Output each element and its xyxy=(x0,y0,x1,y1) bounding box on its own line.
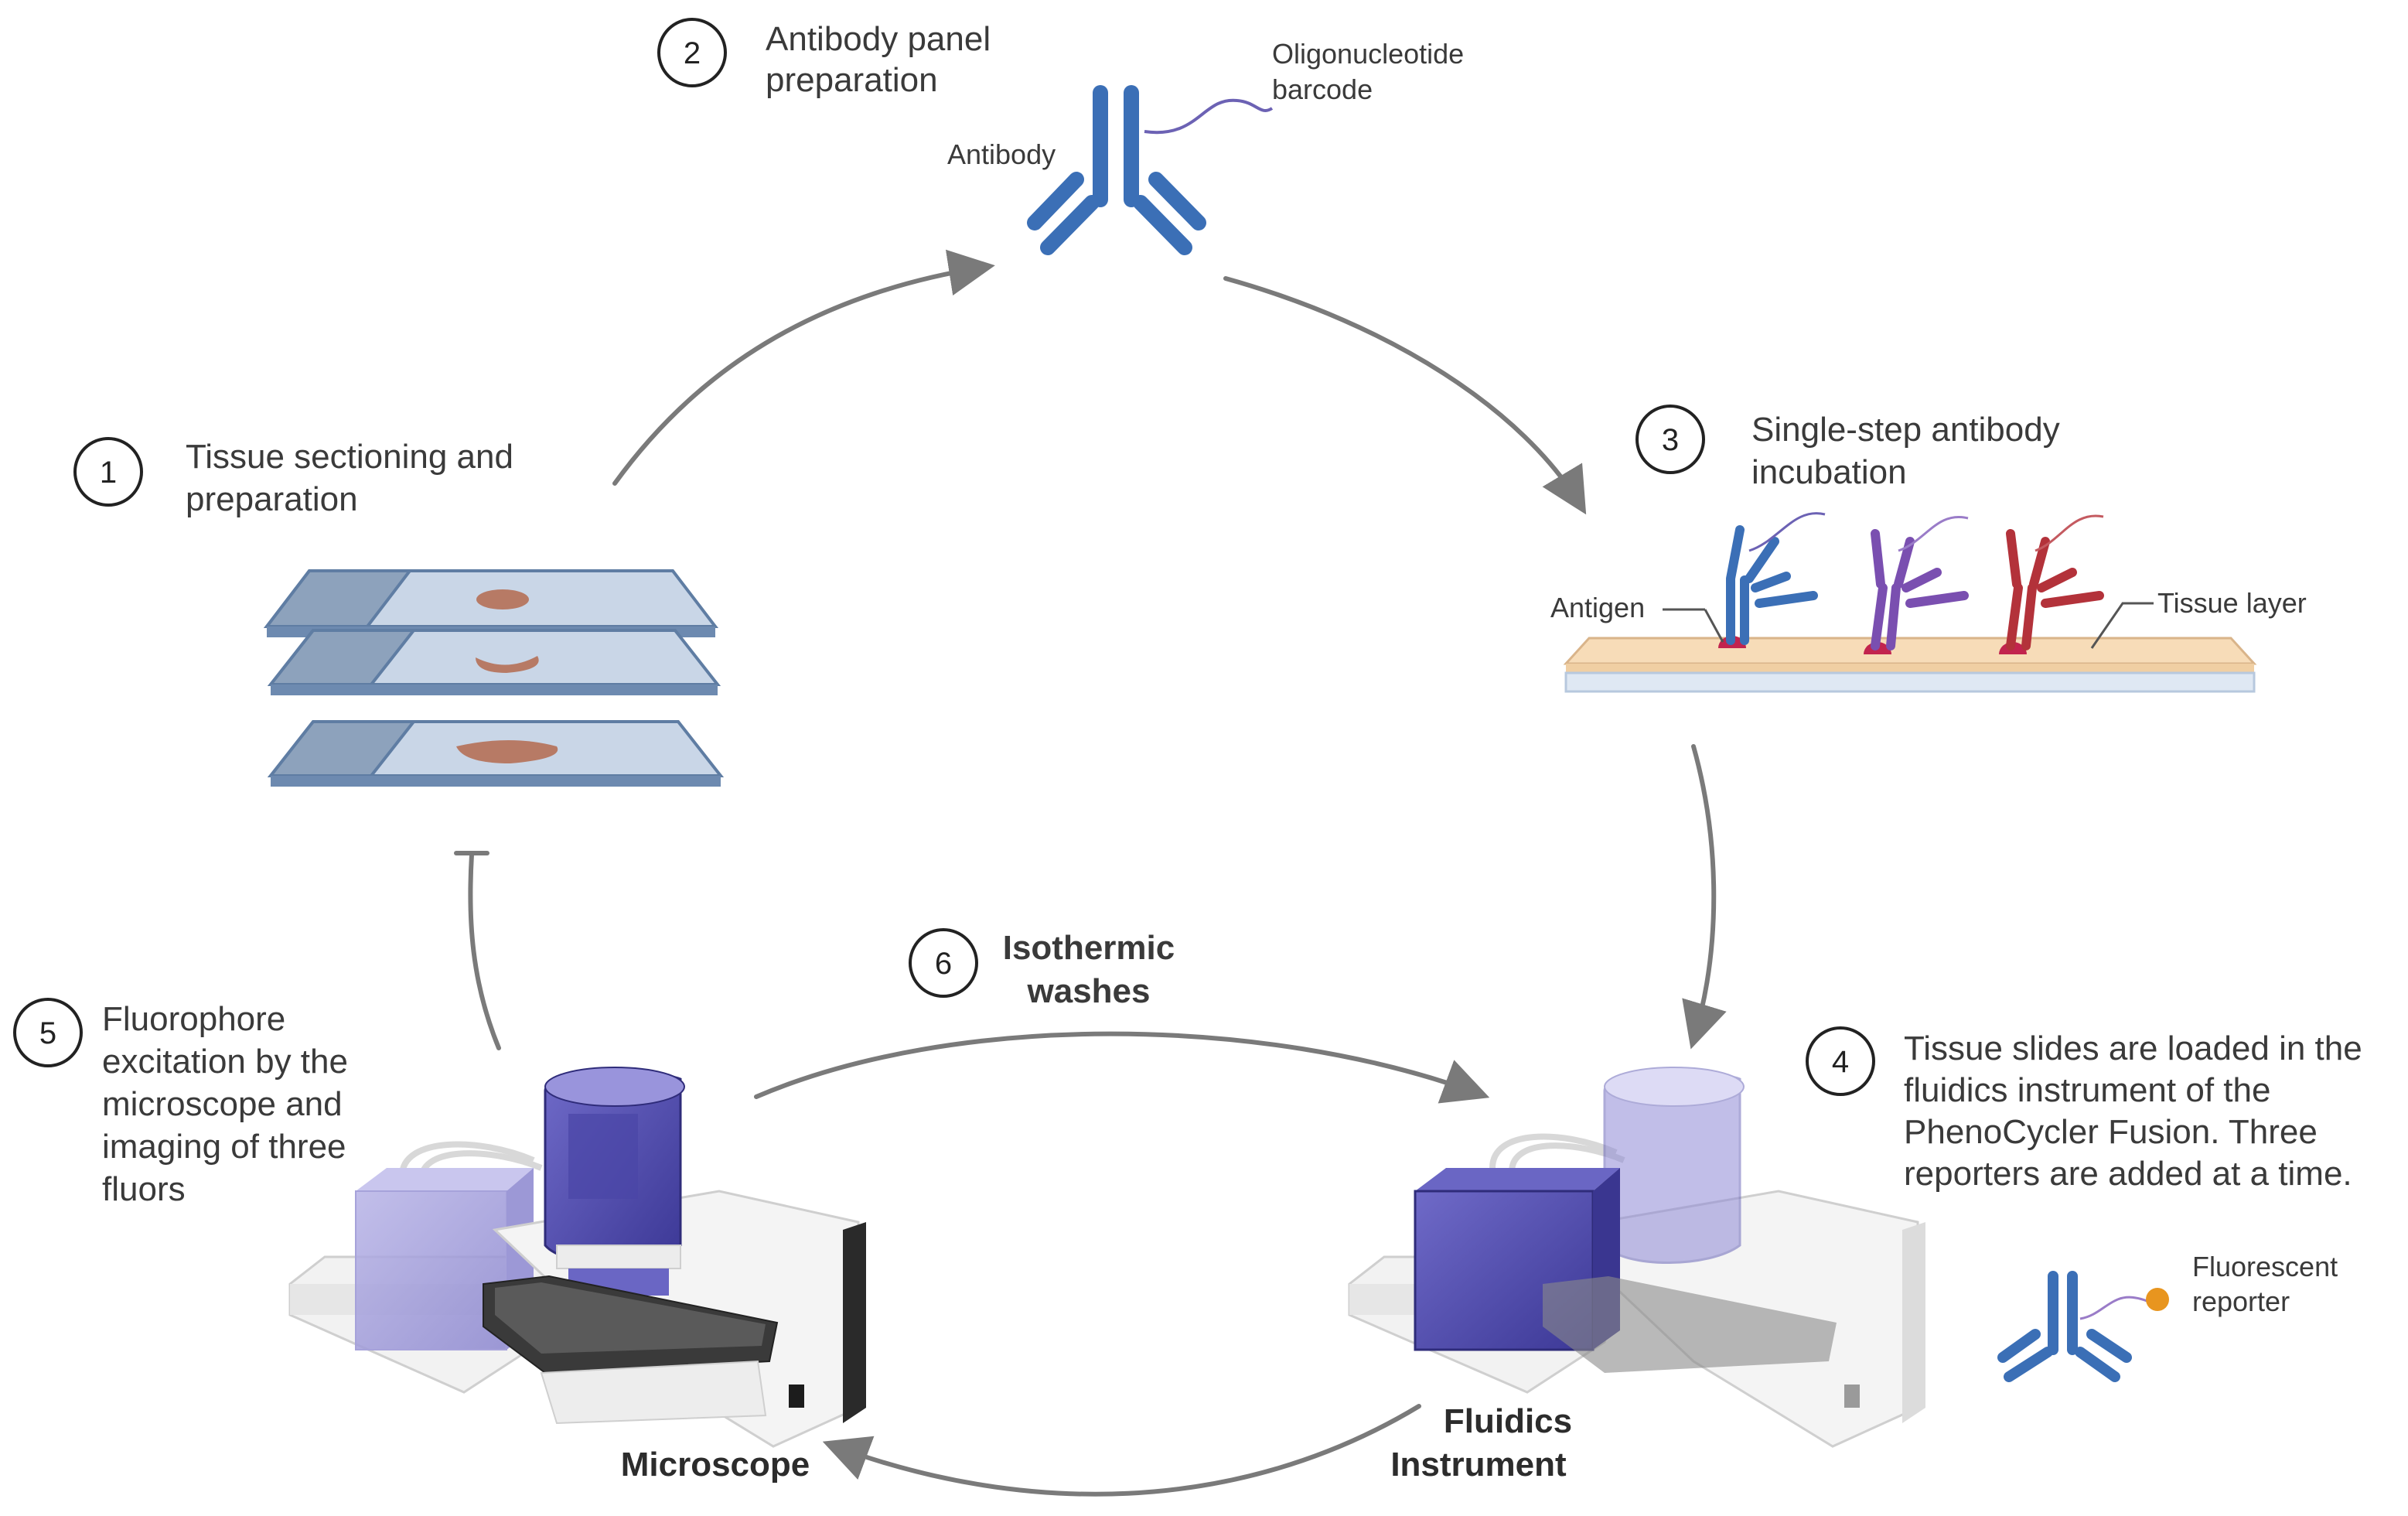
step-3-number-circle xyxy=(1635,405,1705,474)
step-6-number-circle xyxy=(909,928,978,998)
stage-platform xyxy=(483,1275,779,1374)
oligo-label-line2: barcode xyxy=(1272,73,1373,105)
arrow-fluidics-to-microscope xyxy=(822,1404,1421,1497)
slide-1 xyxy=(263,569,719,637)
step-4-text-line3: PhenoCycler Fusion. Three xyxy=(1904,1113,2318,1151)
slide-2 xyxy=(267,629,721,695)
fluorescent-reporter-antibody-icon xyxy=(1997,1271,2169,1382)
antigen-leader-line-diag xyxy=(1704,609,1724,643)
step-4-text-line2: fluidics instrument of the xyxy=(1904,1071,2270,1109)
step-6-number: 6 xyxy=(935,947,952,981)
tissue-layer-leader-line xyxy=(2090,602,2154,649)
step-5-number-circle xyxy=(13,998,83,1067)
step-5-text-line1: Fluorophore xyxy=(102,1000,285,1038)
arrow-2-to-3 xyxy=(1223,276,1587,515)
step-5-text-line2: excitation by the xyxy=(102,1043,348,1081)
tissue-sample xyxy=(476,656,539,673)
step-2-title-line1: Antibody panel xyxy=(766,20,991,58)
step-3: 3 Single-step antibody incubation xyxy=(1550,405,2307,693)
fluidics-box xyxy=(355,1168,534,1350)
tubing xyxy=(399,1141,535,1176)
objective-tower-faded xyxy=(1603,1067,1745,1264)
step-4-number: 4 xyxy=(1832,1045,1849,1079)
fluorescent-label-line1: Fluorescent xyxy=(2192,1251,2338,1282)
fluidics-instrument: Fluidics Instrument xyxy=(1348,1067,1925,1484)
step-6: 6 Isothermic washes xyxy=(909,928,1175,1010)
step-5-text-line5: fluors xyxy=(102,1170,186,1208)
microscope-instrument: Microscope xyxy=(288,1067,866,1484)
bound-antibody-blue xyxy=(1718,512,1826,648)
step-2: 2 Antibody panel preparation Antibody Ol… xyxy=(657,18,1464,255)
step-4-text-line1: Tissue slides are loaded in the xyxy=(1904,1029,2362,1067)
step-5-text-line4: imaging of three xyxy=(102,1128,346,1166)
arrow-5-to-1 xyxy=(468,852,501,1050)
stage-platform-faded xyxy=(1543,1276,1837,1373)
step-6-title-line1: Isothermic xyxy=(1003,929,1175,967)
bound-antibody-red xyxy=(1999,514,2104,654)
step-1-number: 1 xyxy=(100,456,117,490)
slide-3 xyxy=(267,720,725,787)
fluidics-label-line1: Fluidics xyxy=(1444,1402,1572,1440)
step-3-title-line2: incubation xyxy=(1751,453,1907,491)
step-4: 4 Tissue slides are loaded in the fluidi… xyxy=(1806,1026,2362,1382)
step-1-title-line2: preparation xyxy=(186,480,358,518)
tissue-layer-label: Tissue layer xyxy=(2157,587,2307,619)
step-1: 1 Tissue sectioning and preparation xyxy=(73,437,725,787)
fluorescent-label-line2: reporter xyxy=(2192,1286,2290,1317)
objective-tower xyxy=(544,1067,685,1296)
oligo-label-line1: Oligonucleotide xyxy=(1272,38,1464,70)
tubing xyxy=(1489,1133,1618,1169)
fluidics-label-line2: Instrument xyxy=(1390,1446,1567,1484)
microscope-label: Microscope xyxy=(621,1446,810,1484)
step-6-title-line2: washes xyxy=(1027,972,1151,1010)
step-5-number: 5 xyxy=(39,1016,56,1050)
step-5: 5 Fluorophore excitation by the microsco… xyxy=(13,998,348,1208)
tissue-layer-slide xyxy=(1563,637,2257,693)
step-4-number-circle xyxy=(1806,1026,1875,1096)
oligonucleotide-barcode-icon xyxy=(1144,98,1274,135)
antibody-label: Antibody xyxy=(947,138,1056,170)
tissue-sample xyxy=(456,740,558,763)
step-3-title-line1: Single-step antibody xyxy=(1751,411,2060,449)
bound-antibody-purple xyxy=(1864,515,1969,654)
step-5-text-line3: microscope and xyxy=(102,1085,343,1123)
antibody-icon xyxy=(1027,85,1206,255)
step-2-title-line2: preparation xyxy=(766,61,938,99)
step-1-title-line1: Tissue sectioning and xyxy=(186,438,513,476)
glass-slides xyxy=(263,569,725,787)
fluorophore-dot xyxy=(2146,1288,2169,1311)
step-4-text-line4: reporters are added at a time. xyxy=(1904,1155,2352,1193)
tissue-sample xyxy=(476,589,529,609)
step-2-number: 2 xyxy=(684,36,701,70)
antigen-label: Antigen xyxy=(1550,592,1645,623)
step-3-number: 3 xyxy=(1662,423,1679,457)
cycle-arrows xyxy=(454,249,1727,1497)
arrow-1-to-2 xyxy=(612,249,995,486)
arrow-6-washes xyxy=(754,1031,1490,1104)
arrow-3-to-4 xyxy=(1682,744,1727,1050)
step-2-number-circle xyxy=(657,18,727,87)
step-1-number-circle xyxy=(73,437,143,507)
